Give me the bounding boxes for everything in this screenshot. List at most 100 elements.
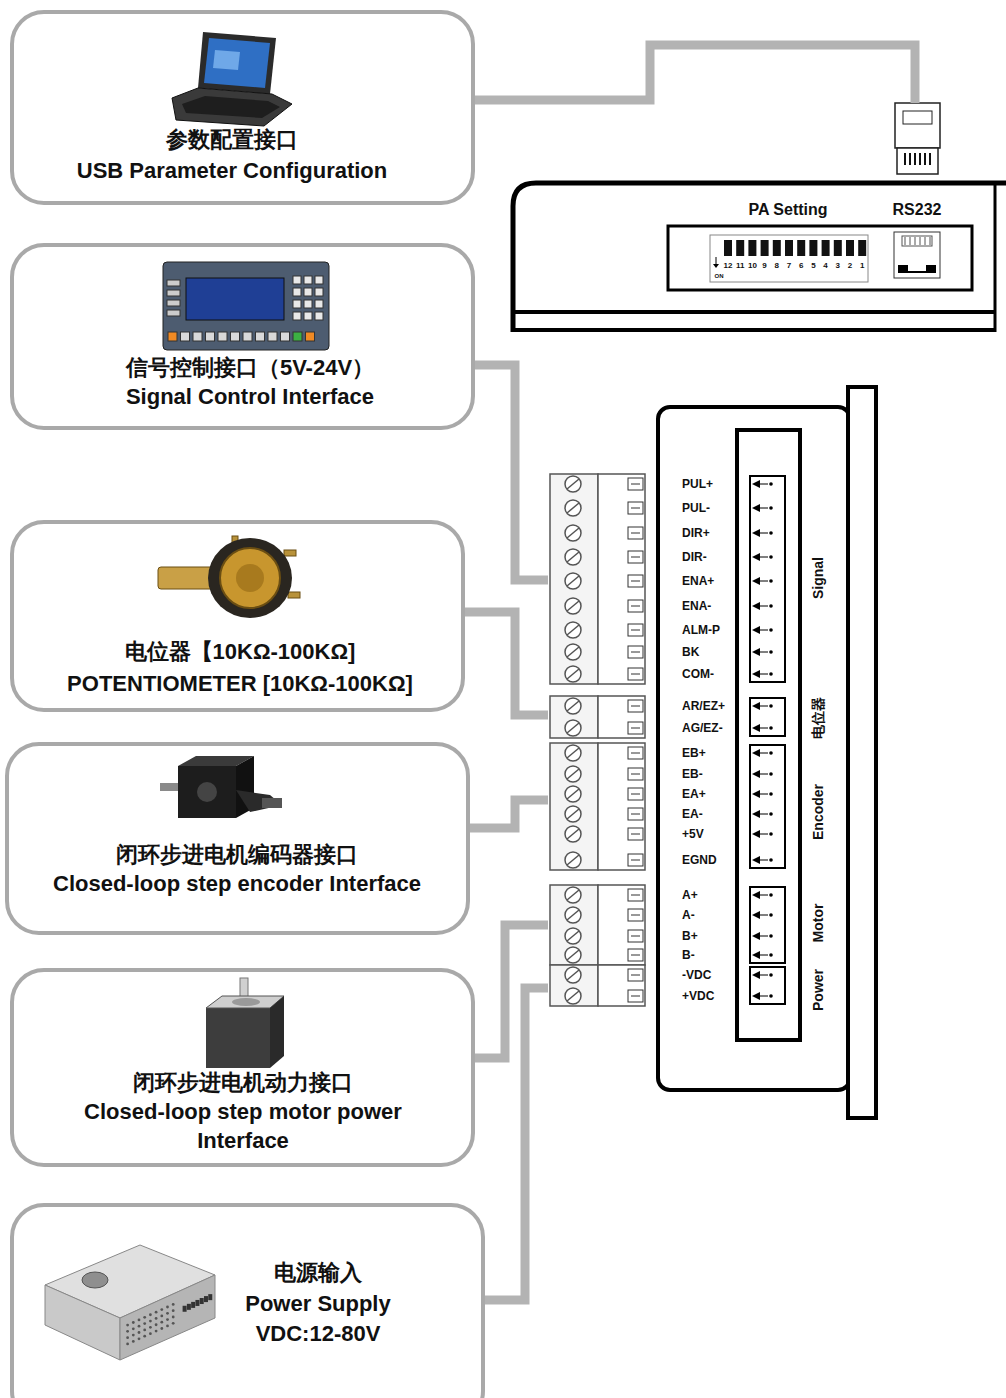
driver-side-view bbox=[567, 910, 579, 920]
pin-name: A+ bbox=[682, 889, 698, 901]
driver-side-view bbox=[565, 666, 773, 682]
driver-side-view bbox=[631, 794, 640, 795]
driver-side-view bbox=[752, 951, 760, 959]
driver-side-view bbox=[628, 808, 643, 820]
hmi-panel-icon bbox=[315, 288, 323, 296]
connector-group-label: Motor bbox=[811, 904, 825, 943]
switch-number: 3 bbox=[836, 262, 840, 270]
laptop-icon bbox=[198, 32, 276, 94]
wire bbox=[475, 365, 548, 580]
power-supply-icon bbox=[155, 1311, 158, 1314]
driver-side-view bbox=[598, 965, 645, 1006]
driver-side-view bbox=[631, 630, 640, 631]
interface-label: Signal Control Interface bbox=[25, 383, 475, 412]
interface-label: Power Supply bbox=[198, 1290, 438, 1319]
encoder-motor-icon bbox=[160, 756, 282, 818]
hmi-panel-icon bbox=[268, 332, 277, 341]
driver-side-view bbox=[628, 930, 643, 942]
hmi-panel-icon bbox=[163, 262, 329, 350]
driver-side-view bbox=[550, 387, 876, 1118]
driver-side-view bbox=[760, 814, 768, 815]
driver-side-view bbox=[769, 672, 773, 676]
power-supply-icon bbox=[149, 1326, 152, 1329]
driver-top-view bbox=[710, 235, 868, 282]
driver-side-view bbox=[565, 549, 773, 565]
driver-side-view bbox=[631, 728, 640, 729]
driver-side-view bbox=[760, 915, 768, 916]
pin-name: BK bbox=[682, 646, 699, 658]
power-supply-icon bbox=[138, 1319, 141, 1322]
stepper-motor-icon bbox=[270, 996, 284, 1068]
interface-box: 电位器【10KΩ-100KΩ]POTENTIOMETER [10KΩ-100KΩ… bbox=[10, 520, 465, 712]
driver-side-view bbox=[565, 907, 581, 923]
hmi-panel-icon bbox=[167, 310, 180, 316]
driver-side-view bbox=[565, 852, 581, 868]
driver-top-view bbox=[785, 240, 793, 256]
hmi-panel-icon bbox=[315, 312, 323, 320]
hmi-panel-icon bbox=[281, 332, 290, 341]
hmi-panel-icon bbox=[168, 332, 177, 341]
driver-side-view bbox=[631, 606, 640, 607]
driver-side-view bbox=[752, 790, 760, 798]
driver-top-view bbox=[902, 236, 932, 246]
driver-side-view bbox=[567, 890, 579, 900]
driver-side-view bbox=[769, 858, 773, 862]
driver-top-view bbox=[761, 240, 769, 256]
laptop-icon bbox=[172, 32, 292, 126]
driver-side-view bbox=[760, 774, 768, 775]
driver-side-view bbox=[565, 766, 773, 782]
driver-side-view bbox=[631, 915, 640, 916]
pin-name: DIR- bbox=[682, 551, 707, 563]
driver-side-view bbox=[769, 506, 773, 510]
driver-side-view bbox=[760, 975, 768, 976]
driver-side-view bbox=[760, 794, 768, 795]
driver-top-view bbox=[898, 271, 936, 273]
driver-top-view bbox=[736, 240, 744, 256]
driver-side-view bbox=[565, 766, 581, 782]
driver-side-view bbox=[769, 913, 773, 917]
driver-side-view bbox=[628, 575, 643, 587]
driver-top-view bbox=[894, 232, 940, 278]
pin-name: EB+ bbox=[682, 747, 706, 759]
pin-name: ENA+ bbox=[682, 575, 714, 587]
driver-side-view bbox=[565, 887, 581, 903]
driver-top-panel: PA SettingRS232 bbox=[513, 103, 1006, 332]
driver-side-view bbox=[565, 622, 773, 638]
hmi-panel-icon bbox=[167, 300, 180, 306]
driver-side-view bbox=[752, 770, 760, 778]
driver-top-view bbox=[713, 264, 719, 268]
driver-side-view bbox=[752, 626, 760, 634]
driver-side-view bbox=[628, 889, 643, 901]
driver-side-view bbox=[848, 387, 876, 1118]
switch-number: 10 bbox=[748, 262, 757, 270]
power-supply-icon bbox=[160, 1308, 163, 1311]
wire bbox=[475, 45, 915, 103]
driver-side-view bbox=[631, 674, 640, 675]
driver-side-view bbox=[760, 936, 768, 937]
driver-side-view bbox=[565, 928, 581, 944]
rj45-plug bbox=[929, 153, 931, 165]
power-supply-icon bbox=[155, 1317, 158, 1320]
power-supply-icon bbox=[45, 1245, 215, 1360]
driver-side-view bbox=[565, 947, 773, 963]
interface-label: 电源输入 bbox=[198, 1259, 438, 1288]
driver-side-view bbox=[567, 528, 579, 538]
driver-top-view bbox=[920, 237, 921, 245]
driver-side-view bbox=[769, 812, 773, 816]
driver-side-view bbox=[565, 967, 581, 983]
pin-name: EGND bbox=[682, 854, 717, 866]
hmi-panel-icon bbox=[304, 300, 312, 308]
driver-side-view bbox=[752, 992, 760, 1000]
driver-side-view bbox=[550, 885, 598, 965]
interface-label: 参数配置接口 bbox=[12, 126, 452, 155]
potentiometer-icon bbox=[236, 564, 264, 592]
driver-side-view bbox=[750, 967, 785, 1004]
driver-side-view bbox=[565, 598, 581, 614]
connector-group-label: Signal bbox=[811, 557, 825, 599]
pin-name: PUL+ bbox=[682, 478, 713, 490]
driver-top-view bbox=[994, 183, 997, 332]
encoder-motor-icon bbox=[236, 790, 282, 812]
driver-side-view bbox=[628, 854, 643, 866]
interface-label: 电位器【10KΩ-100KΩ] bbox=[25, 638, 455, 667]
